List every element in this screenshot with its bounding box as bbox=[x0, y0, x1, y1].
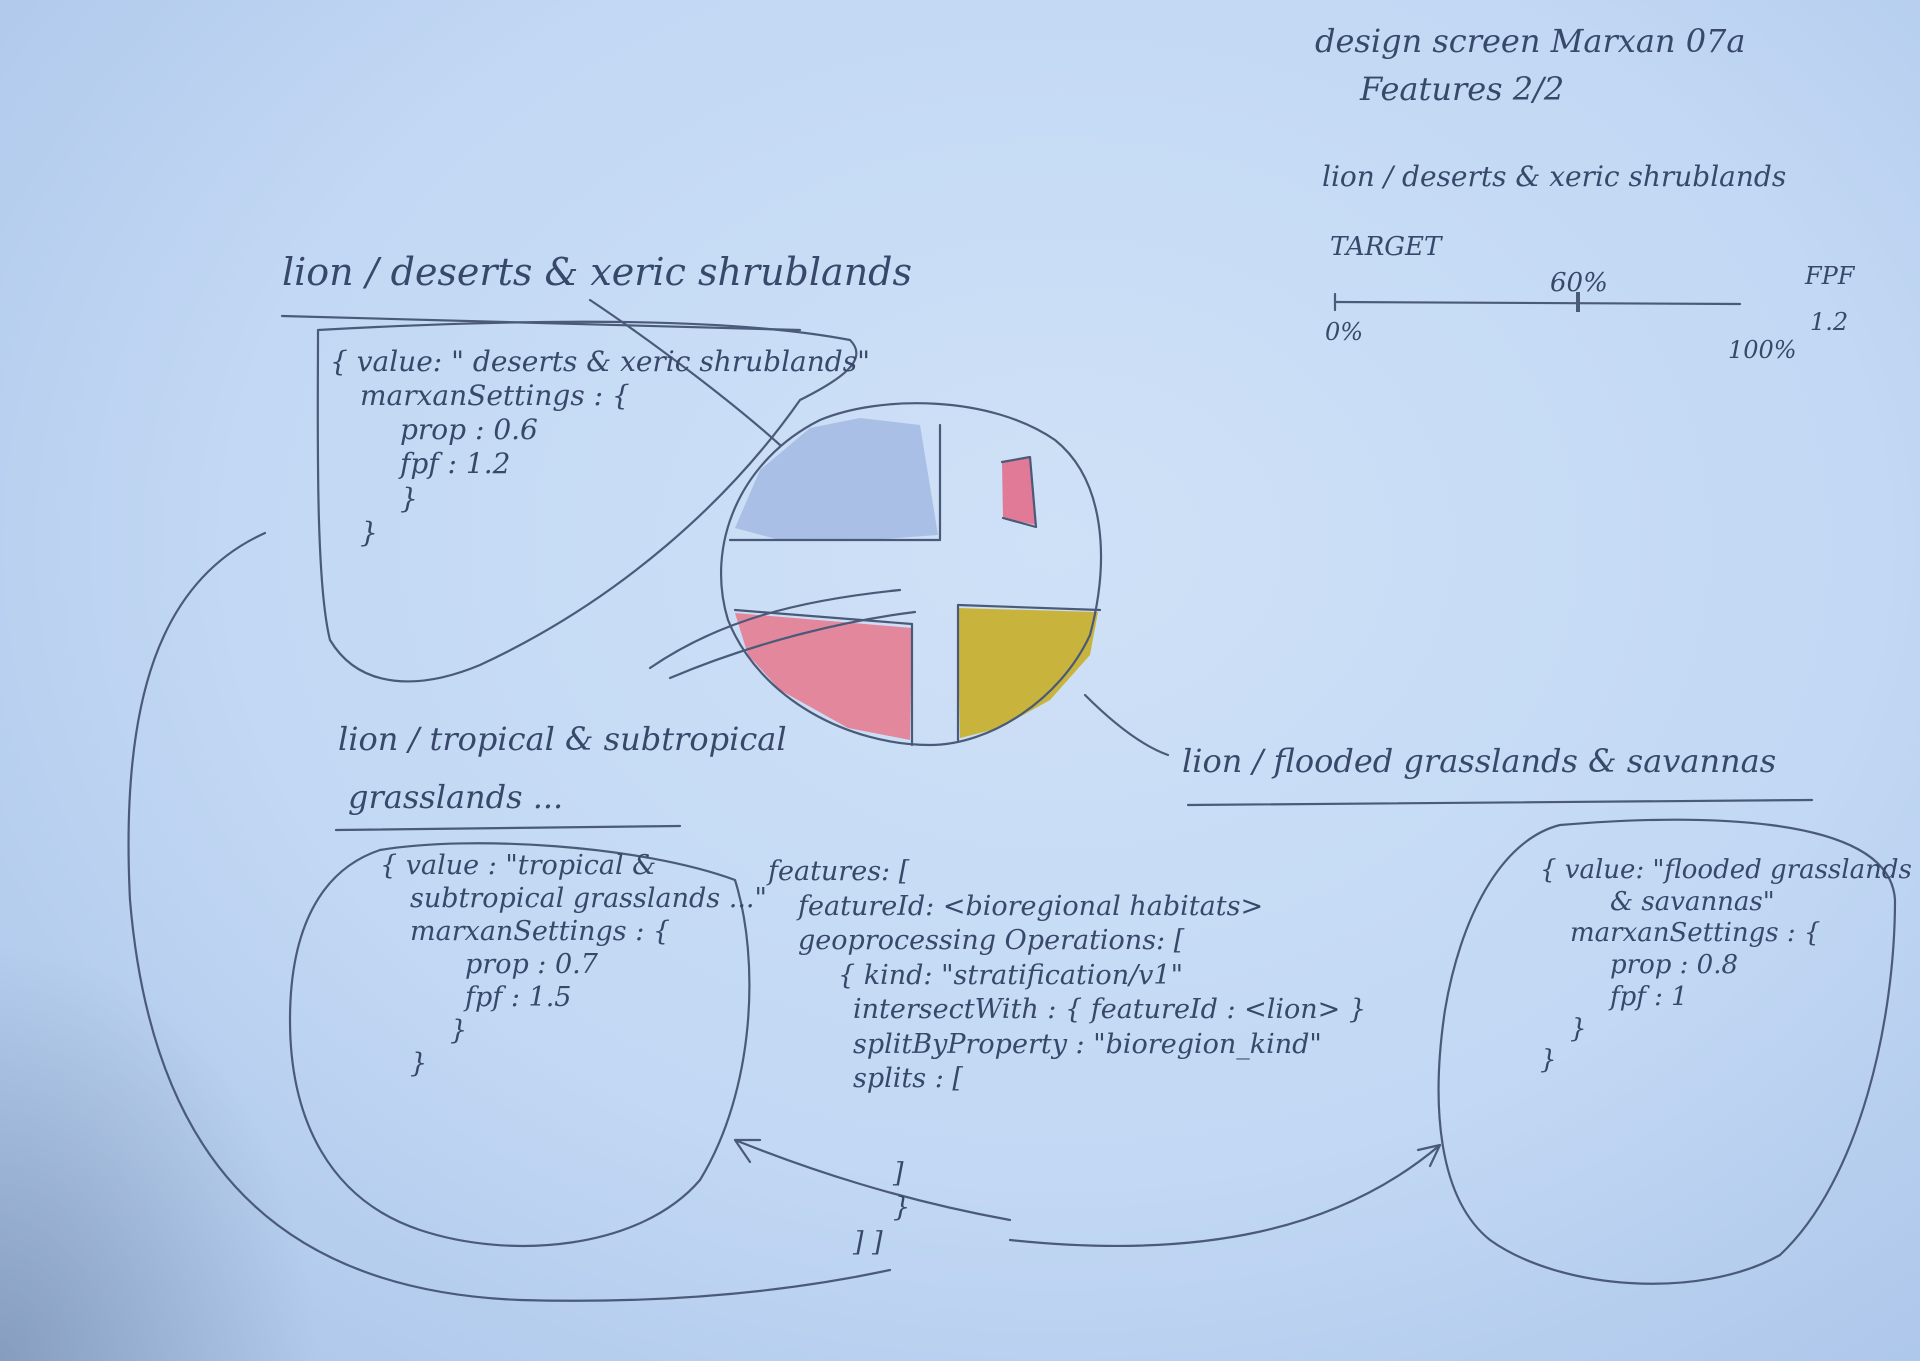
code-line: geoprocessing Operations: [ bbox=[798, 925, 1185, 957]
deserts-arc-1 bbox=[648, 588, 902, 670]
code-line: features: [ bbox=[768, 856, 910, 887]
code-line: } bbox=[360, 515, 378, 549]
code-line: fpf : 1.2 bbox=[400, 447, 511, 481]
code-line: prop : 0.8 bbox=[1610, 950, 1739, 981]
target-feature-title: lion / deserts & xeric shrublands bbox=[1322, 160, 1787, 193]
code-line: fpf : 1 bbox=[1610, 981, 1688, 1012]
code-line: subtropical grasslands ..." bbox=[410, 882, 767, 914]
map-outline bbox=[720, 402, 1103, 747]
code-line: prop : 0.7 bbox=[465, 948, 598, 980]
code-line: splits : [ bbox=[853, 1063, 963, 1095]
code-line: featureId: <bioregional habitats> bbox=[798, 890, 1264, 922]
code-line: ] ] bbox=[853, 1226, 883, 1258]
code-line: } bbox=[400, 481, 418, 515]
page-title: design screen Marxan 07a bbox=[1315, 22, 1746, 60]
flooded-underline bbox=[1186, 798, 1814, 807]
code-line: } bbox=[1570, 1013, 1587, 1044]
code-line: prop : 0.6 bbox=[400, 413, 538, 447]
deserts-balloon bbox=[316, 320, 858, 683]
fpf-label: FPF bbox=[1805, 262, 1855, 290]
tropical-underline bbox=[334, 824, 682, 832]
tropical-circle bbox=[288, 842, 751, 1248]
deserts-code: { value: " deserts & xeric shrublands" m… bbox=[330, 345, 870, 550]
code-line: { value: "flooded grasslands bbox=[1540, 855, 1912, 885]
code-line: intersectWith : { featureId : <lion> } bbox=[853, 994, 1367, 1026]
features-code: features: [ featureId: <bioregional habi… bbox=[768, 855, 1366, 1260]
tropical-code: { value : "tropical & subtropical grassl… bbox=[380, 850, 767, 1081]
fpf-value[interactable]: 1.2 bbox=[1810, 308, 1849, 336]
background-shadow bbox=[0, 941, 320, 1361]
slider-track bbox=[1333, 300, 1742, 306]
slider-thumb[interactable] bbox=[1576, 292, 1580, 312]
code-line: { value: " deserts & xeric shrublands" bbox=[330, 345, 870, 378]
code-line: splitByProperty : "bioregion_kind" bbox=[853, 1028, 1322, 1060]
deserts-connector bbox=[588, 298, 782, 447]
flooded-connector bbox=[1083, 693, 1170, 757]
code-line: ] bbox=[893, 1157, 904, 1189]
deserts-arc-2 bbox=[668, 610, 917, 680]
code-line: } bbox=[1540, 1045, 1557, 1076]
tropical-title-line2: grasslands ... bbox=[348, 778, 564, 816]
map-divider-v bbox=[728, 423, 960, 747]
map-region-blue bbox=[735, 418, 938, 540]
deserts-title: lion / deserts & xeric shrublands bbox=[282, 250, 912, 294]
map-red-box bbox=[1000, 455, 1038, 529]
flooded-code: { value: "flooded grasslands & savannas"… bbox=[1540, 855, 1912, 1077]
code-line: & savannas" bbox=[1610, 886, 1775, 917]
code-line: fpf : 1.5 bbox=[465, 981, 572, 1013]
arrow-to-tropical bbox=[733, 1138, 1012, 1222]
code-line: marxanSettings : { bbox=[360, 379, 630, 413]
tropical-title-line1: lion / tropical & subtropical bbox=[338, 720, 787, 758]
map-region-red bbox=[1002, 457, 1036, 525]
slider-min-label: 0% bbox=[1325, 318, 1364, 346]
code-line: } bbox=[410, 1047, 428, 1079]
code-line: { kind: "stratification/v1" bbox=[838, 959, 1184, 991]
slider-max-label: 100% bbox=[1728, 336, 1797, 364]
outer-loop bbox=[127, 531, 892, 1302]
map-ellipse bbox=[720, 402, 1103, 747]
target-label: TARGET bbox=[1330, 232, 1442, 262]
code-line: } bbox=[893, 1192, 911, 1224]
flooded-title: lion / flooded grasslands & savannas bbox=[1182, 742, 1777, 780]
map-region-yellow bbox=[957, 608, 1098, 738]
code-line: { value : "tropical & bbox=[380, 850, 657, 881]
map-divider-h bbox=[733, 603, 1102, 626]
deserts-underline bbox=[280, 314, 802, 332]
flooded-circle bbox=[1437, 818, 1897, 1285]
code-line: marxanSettings : { bbox=[410, 915, 671, 947]
map-region-pink bbox=[735, 613, 912, 740]
code-line: marxanSettings : { bbox=[1570, 918, 1821, 949]
page-subtitle: Features 2/2 bbox=[1360, 70, 1565, 108]
arrow-to-flooded bbox=[1008, 1143, 1442, 1248]
code-line: } bbox=[450, 1014, 468, 1046]
